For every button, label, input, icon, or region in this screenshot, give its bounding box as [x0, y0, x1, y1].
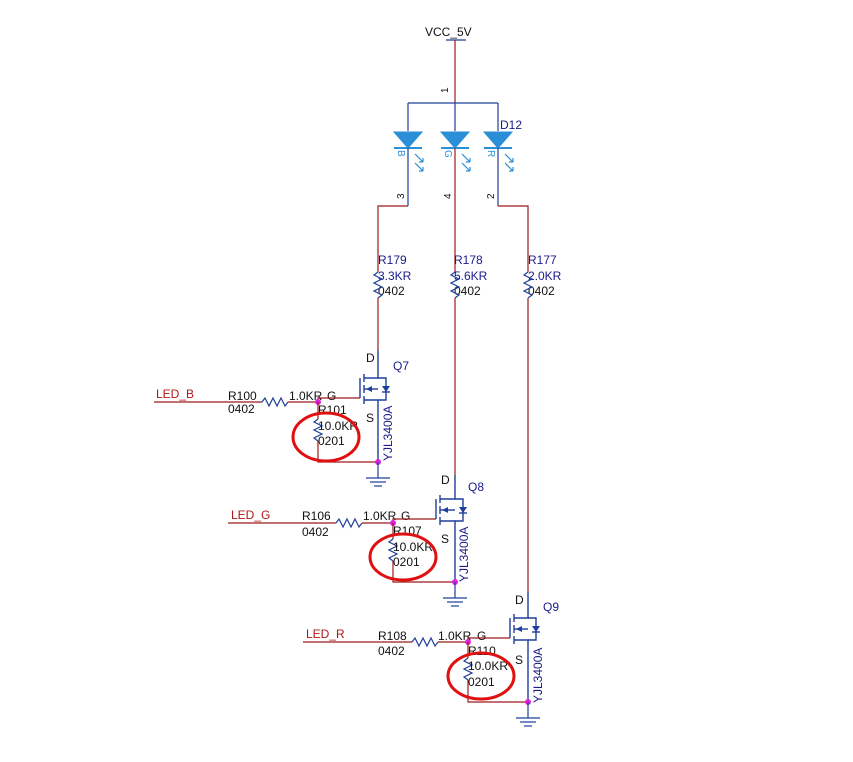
q7-gate-label: G: [327, 389, 336, 403]
r179-value: 3.3KR: [378, 269, 412, 283]
led-channel-g-letter: G: [442, 150, 453, 158]
resistor-icon: [411, 636, 439, 648]
resistor-icon: [261, 396, 289, 408]
led-channel-b: B 3: [392, 103, 424, 206]
power-section: VCC_5V 1: [408, 25, 498, 104]
resistor-icon: [449, 271, 461, 299]
r178-package: 0402: [454, 284, 481, 298]
net-label-led-b: LED_B: [156, 387, 194, 401]
r106-value: 1.0KR: [363, 509, 397, 523]
q8-part: YJL3400A: [457, 527, 471, 582]
resistor-icon: [522, 271, 534, 299]
r177-refdes: R177: [528, 253, 557, 267]
resistor-icon: [387, 538, 399, 562]
r177-package: 0402: [528, 284, 555, 298]
led-diode-r-icon: [482, 131, 514, 149]
led-channel-r: R 2: [482, 103, 514, 206]
power-pin-number: 1: [440, 87, 451, 93]
led-diode-b-icon: [392, 131, 424, 149]
highlight-circle: [368, 532, 438, 582]
q9-source-label: S: [515, 653, 523, 667]
r100-value: 1.0KR: [289, 389, 323, 403]
resistor-icon: [462, 657, 474, 681]
q8-gate-label: G: [401, 509, 410, 523]
series-resistor-r179: R179 3.3KR 0402: [372, 253, 412, 350]
ground-icon: [443, 582, 467, 607]
q9-refdes: Q9: [543, 600, 559, 614]
led-emission-g-icon: [461, 153, 471, 172]
r108-value: 1.0KR: [438, 629, 472, 643]
r101-value: 10.0KR: [318, 419, 358, 433]
led-channel-b-pin: 3: [396, 193, 407, 199]
led-diode-g-icon: [439, 131, 471, 149]
r107-value: 10.0KR: [393, 540, 433, 554]
q7-refdes: Q7: [393, 359, 409, 373]
mosfet-q9-icon: [509, 592, 540, 702]
driver-stage-blue: LED_B R100 0402 1.0KR G R101 10.0KR 0201: [154, 350, 409, 487]
driver-stage-red: LED_R R108 0402 1.0KR G R110 10.0KR 0201: [303, 592, 559, 727]
q7-drain-label: D: [366, 351, 375, 365]
power-net-label: VCC_5V: [425, 25, 472, 39]
r179-package: 0402: [378, 284, 405, 298]
led-channel-b-letter: B: [395, 150, 406, 157]
led-channel-g: G 4: [439, 103, 471, 199]
resistor-icon: [335, 517, 363, 529]
r178-value: 5.6KR: [454, 269, 488, 283]
series-resistor-r177: R177 2.0KR 0402: [522, 253, 562, 592]
led-channel-g-pin: 4: [443, 193, 454, 199]
q9-gate-label: G: [477, 629, 486, 643]
mosfet-q7-icon: [359, 350, 390, 462]
led-emission-b-icon: [414, 153, 424, 172]
r107-package: 0201: [393, 555, 420, 569]
rgb-led: D12 B 3 G 4 R 2: [392, 103, 522, 206]
ground-icon: [516, 702, 540, 727]
r100-package: 0402: [228, 402, 255, 416]
r110-value: 10.0KR: [468, 659, 508, 673]
r100-refdes: R100: [228, 389, 257, 403]
mosfet-q8-icon: [435, 475, 467, 582]
r106-refdes: R106: [302, 509, 331, 523]
net-label-led-g: LED_G: [231, 508, 270, 522]
r110-package: 0201: [468, 675, 495, 689]
r106-package: 0402: [302, 525, 329, 539]
q7-part: YJL3400A: [381, 406, 395, 461]
net-label-led-r: LED_R: [306, 627, 345, 641]
r178-refdes: R178: [454, 253, 483, 267]
ground-icon: [366, 462, 390, 487]
r101-package: 0201: [318, 434, 345, 448]
led-emission-r-icon: [504, 153, 514, 172]
r108-refdes: R108: [378, 629, 407, 643]
r108-package: 0402: [378, 644, 405, 658]
resistor-icon: [312, 418, 324, 442]
q9-part: YJL3400A: [531, 648, 545, 703]
q8-drain-label: D: [441, 473, 450, 487]
r177-value: 2.0KR: [528, 269, 562, 283]
resistor-icon: [372, 271, 384, 299]
cathode-wires: [377, 148, 529, 272]
q9-drain-label: D: [515, 593, 524, 607]
q7-source-label: S: [366, 411, 374, 425]
driver-stage-green: LED_G R106 0402 1.0KR G R107 10.0KR 0201: [228, 473, 484, 607]
highlight-circle: [291, 411, 361, 463]
q8-refdes: Q8: [468, 480, 484, 494]
series-resistor-r178: R178 5.6KR 0402: [449, 253, 488, 475]
led-channel-r-letter: R: [485, 150, 496, 157]
led-channel-r-pin: 2: [486, 193, 497, 199]
r179-refdes: R179: [378, 253, 407, 267]
led-refdes: D12: [500, 118, 522, 132]
q8-source-label: S: [441, 532, 449, 546]
highlight-circle: [446, 651, 516, 701]
r110-refdes: R110: [468, 644, 496, 658]
